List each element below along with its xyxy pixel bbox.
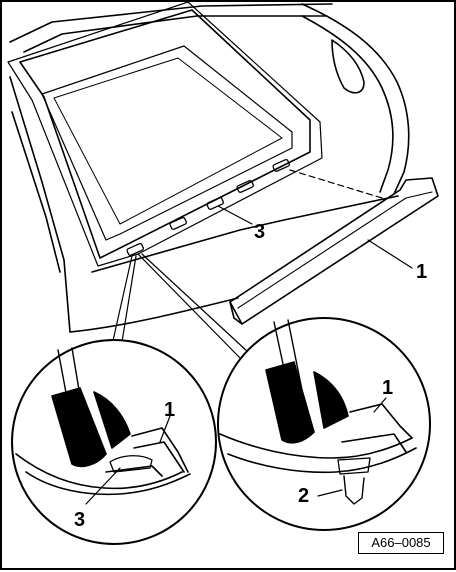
main-callout-leaders [217, 205, 413, 269]
detail-leaders [109, 253, 249, 359]
callout-right-pin: 2 [298, 485, 309, 507]
vehicle-body [9, 3, 410, 333]
callout-left-strip: 1 [164, 399, 175, 421]
moulding-strip [229, 177, 439, 325]
left-detail-view [11, 339, 217, 545]
callout-left-clip: 3 [74, 509, 85, 531]
sill-clips [126, 158, 290, 256]
right-detail-view [217, 317, 431, 531]
callout-main-strip: 1 [416, 261, 427, 283]
alignment-dashed-line [289, 169, 383, 199]
callout-right-strip: 1 [382, 377, 393, 399]
reference-code-label: A66–0085 [358, 532, 444, 554]
callout-main-clips: 3 [254, 221, 265, 243]
